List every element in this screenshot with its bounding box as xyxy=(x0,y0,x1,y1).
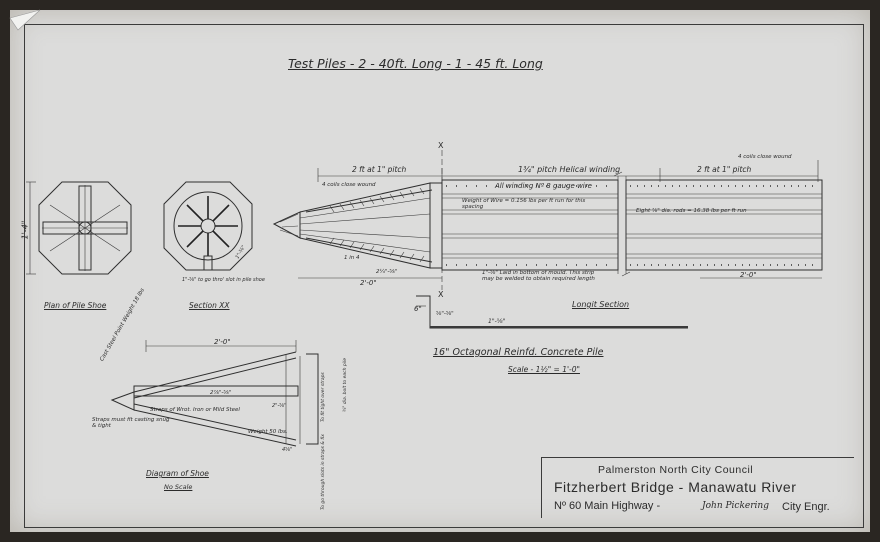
straps-fit-note: Straps must fit casting snug & tight xyxy=(92,417,170,429)
paper-fold xyxy=(9,9,41,31)
dim-2ft-pitch-right: 2 ft at 1" pitch xyxy=(697,165,752,174)
coils-close-wound-left: 4 coils close wound xyxy=(322,182,376,188)
weight-shoe-note: Weight 50 lbs. xyxy=(248,429,288,435)
drawing-title: Test Piles - 2 - 40ft. Long - 1 - 45 ft.… xyxy=(288,56,543,71)
shoe-vert-note2: ¾" dia. bolt to each pile xyxy=(343,358,348,412)
shoe-dim-c: 4⅝" xyxy=(282,447,293,453)
engineer-signature: John Pickering xyxy=(702,501,769,511)
bar-note: 1"-⅝" Laid in bottom of mould. This stri… xyxy=(482,270,595,282)
shoe-dim-a: 2⅞"-⅝" xyxy=(210,390,232,396)
highway-name: Nº 60 Main Highway - xyxy=(554,500,661,512)
drawing-sheet xyxy=(10,10,870,532)
council-name: Palmerston North City Council xyxy=(598,464,754,476)
dim-1-in-4: 1 in 4 xyxy=(344,255,360,261)
dim-6: 6" xyxy=(414,305,422,313)
bridge-name: Fitzherbert Bridge - Manawatu River xyxy=(554,479,797,495)
section-xx-figure xyxy=(163,181,253,271)
sheet-border xyxy=(24,24,864,528)
pile-heading: 16" Octagonal Reinfd. Concrete Pile xyxy=(433,347,604,358)
dim-2-0-right: 2'-0" xyxy=(740,271,757,279)
shoe-vert-note3: To fit tight over straps xyxy=(321,372,326,422)
dim-1-4: 1'-4" xyxy=(20,220,30,240)
plan-of-pile-shoe-figure xyxy=(26,181,132,275)
longit-section-figure xyxy=(272,150,823,329)
diagram-of-shoe-label: Diagram of Shoe xyxy=(146,469,209,478)
section-x-marker-top: X xyxy=(438,141,444,150)
shoe-vert-note: To go through slots in straps & fix xyxy=(321,434,326,510)
coils-close-wound-right: 4 coils close wound xyxy=(738,154,792,160)
shoe-dim-b: 2"-⅝" xyxy=(272,403,287,409)
eight-rods-note: Eight ⅞" dia. rods = 16.38 lbs per ft ru… xyxy=(636,208,747,214)
dim-2-0-left: 2'-0" xyxy=(360,279,377,287)
winding-gauge-note: All winding Nº 8 gauge wire xyxy=(495,182,592,190)
dim-2ft-pitch-left: 2 ft at 1" pitch xyxy=(352,165,407,174)
section-x-marker-bottom: X xyxy=(438,290,444,299)
dim-2-1-4: 2¼"-⅝" xyxy=(376,269,398,275)
section-xx-label: Section XX xyxy=(189,301,230,310)
scale-label: Scale - 1½" = 1'-0" xyxy=(508,365,580,374)
section-note: 1"-⅝" to go thro' slot in pile shoe xyxy=(182,277,265,283)
straps-wrot-note: Straps of Wrot. Iron or Mild Steel xyxy=(150,407,240,413)
dim-helical-winding: 1¾" pitch Helical winding xyxy=(518,165,621,174)
bar-1-5-8: 1"-⅝" xyxy=(488,318,506,325)
weight-of-wire-note: Weight of Wire = 0.156 lbs per ft run fo… xyxy=(462,198,586,210)
title-block: Palmerston North City Council Fitzherber… xyxy=(541,457,854,518)
engineer-title: City Engr. xyxy=(782,501,830,513)
flat-bar-dim: ⅝"-⅝" xyxy=(436,311,454,317)
longit-section-label: Longit Section xyxy=(572,300,630,309)
no-scale-label: No Scale xyxy=(164,483,193,491)
diagram-of-shoe-figure xyxy=(110,340,319,447)
plan-of-pile-shoe-label: Plan of Pile Shoe xyxy=(44,301,107,310)
shoe-dim-2-0: 2'-0" xyxy=(214,338,231,346)
